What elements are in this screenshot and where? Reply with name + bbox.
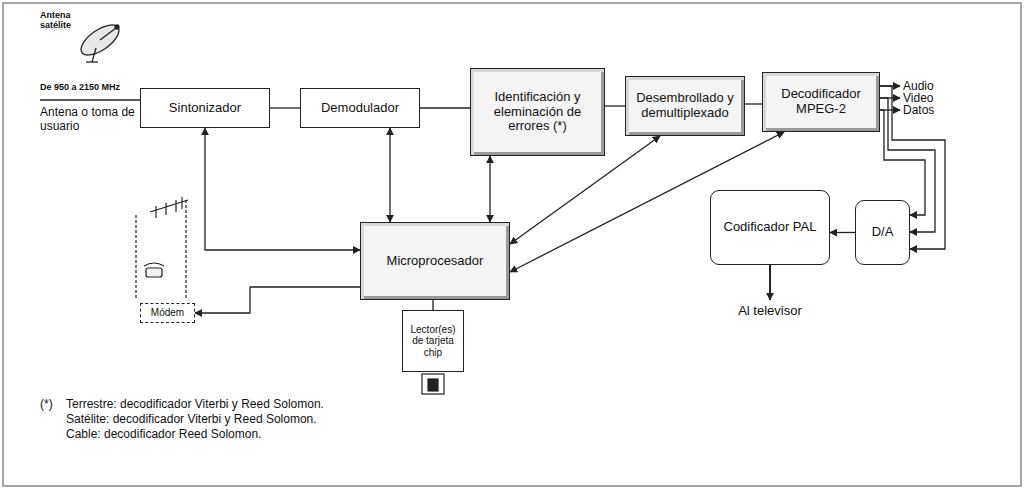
antenna-illustration — [136, 197, 188, 300]
note-text: Terrestre: decodificador Viterbi y Reed … — [66, 398, 566, 412]
frame — [3, 3, 1021, 486]
box-text: Desembrollado y demultiplexado — [630, 91, 740, 121]
tv-arrow — [769, 265, 771, 300]
note-text: Cable: decodificador Reed Solomon. — [66, 428, 566, 442]
process-box: Sintonizador — [140, 88, 270, 128]
card-slot — [422, 374, 444, 394]
box-text: Lector(es) de tarjeta chip — [405, 324, 461, 359]
input-label: Antena o toma de usuario — [40, 106, 138, 134]
note-text: Satélite: decodificador Viterbi y Reed S… — [66, 413, 566, 427]
output-label: Video — [903, 92, 963, 104]
antenna-label: Antena satélite — [40, 10, 84, 31]
connector — [745, 103, 762, 104]
satellite-dish — [76, 19, 124, 62]
box-text: Demodulador — [321, 101, 399, 116]
connector — [605, 105, 625, 106]
connector — [420, 107, 470, 108]
box-text: D/A — [872, 225, 894, 240]
encoder-box: Codificador PAL — [710, 190, 830, 265]
telephone-icon — [144, 263, 164, 277]
process-box: Demodulador — [300, 88, 420, 128]
connector — [270, 107, 300, 108]
process-box: Desembrollado y demultiplexado — [625, 76, 745, 136]
box-text: Identificación y eleminación de errores … — [475, 90, 600, 135]
frequency-label: De 950 a 2150 MHz — [40, 82, 150, 92]
connector — [830, 232, 855, 233]
box-text: Codificador PAL — [724, 220, 817, 235]
connector — [389, 128, 390, 222]
input-line — [40, 99, 140, 100]
box-text: Sintonizador — [169, 101, 241, 116]
connector — [195, 287, 360, 313]
output-label: Al televisor — [700, 304, 840, 319]
process-box: Decodificador MPEG-2 — [762, 72, 880, 132]
output-label: Audio — [903, 80, 963, 92]
card-reader-box: Lector(es) de tarjeta chip — [402, 310, 464, 372]
note-marker: (*) — [40, 398, 66, 412]
converter-box: D/A — [855, 200, 910, 265]
connector — [489, 156, 490, 222]
connector — [205, 128, 360, 250]
output-label: Datos — [903, 104, 963, 116]
modem-box: Módem — [140, 303, 195, 323]
process-box: Identificación y eleminación de errores … — [470, 68, 605, 156]
box-text: Decodificador MPEG-2 — [767, 87, 875, 117]
box-text: Microprocesador — [387, 254, 484, 269]
connector — [432, 300, 433, 310]
processor-box: Microprocesador — [360, 222, 510, 300]
box-text: Módem — [151, 307, 184, 319]
